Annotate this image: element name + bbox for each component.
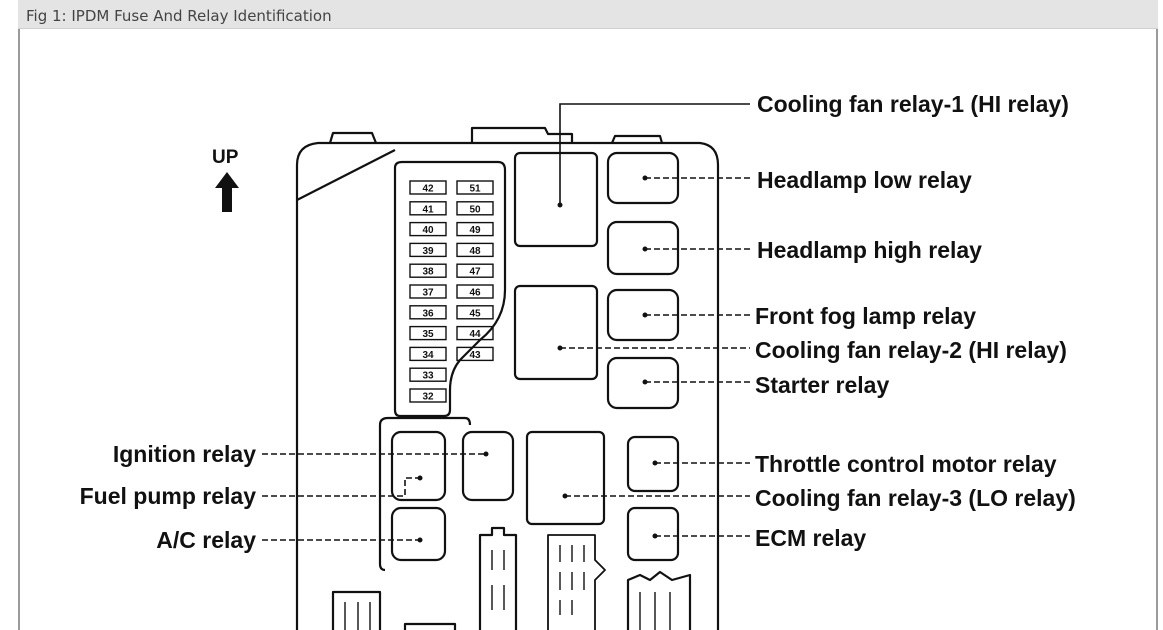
throttle-relay-box xyxy=(626,435,680,493)
fuse-slot xyxy=(456,346,494,362)
fuse-number: 33 xyxy=(422,371,434,382)
fuse-number: 51 xyxy=(469,184,481,195)
up-label: UP xyxy=(212,147,239,168)
cooling-fan-relay-3-box xyxy=(525,430,606,526)
fuse-number: 32 xyxy=(422,392,434,403)
leader-dots xyxy=(417,175,658,543)
cooling-fan-relay-2-box xyxy=(513,284,599,381)
fuse-slot xyxy=(456,325,494,341)
figure-caption-bar: Fig 1: IPDM Fuse And Relay Identificatio… xyxy=(18,0,1158,29)
headlamp-high-relay-box xyxy=(606,220,680,276)
figure-frame xyxy=(18,0,1158,630)
ecm-relay-box xyxy=(626,506,680,562)
fuse-slot xyxy=(409,263,447,278)
fuse-slot xyxy=(409,367,447,382)
fuse-number: 43 xyxy=(469,350,481,361)
fuse-slot xyxy=(409,221,447,237)
connector-shape-1 xyxy=(478,526,518,630)
fuse-slot xyxy=(456,180,494,195)
ipdm-housing xyxy=(295,141,720,630)
label-headlamp-high-relay: Headlamp high relay xyxy=(757,237,982,263)
housing-tab-right xyxy=(610,134,664,144)
connector-shape-3 xyxy=(626,570,692,630)
label-throttle-relay: Throttle control motor relay xyxy=(755,451,1057,477)
leader-lines xyxy=(262,103,750,541)
label-cooling-fan-relay-1: Cooling fan relay-1 (HI relay) xyxy=(757,91,1069,117)
fuse-slot xyxy=(456,242,494,258)
ignition-relay-box xyxy=(461,430,515,502)
fuse-number: 37 xyxy=(422,288,434,299)
fuse-slot xyxy=(409,388,447,403)
fuse-slot xyxy=(409,201,447,216)
fuse-number: 35 xyxy=(422,329,434,340)
fuse-number: 36 xyxy=(422,308,434,319)
fuse-number: 40 xyxy=(422,225,434,236)
fuse-number: 44 xyxy=(469,329,481,340)
fuse-slot xyxy=(409,305,447,320)
fuse-slot xyxy=(409,284,447,299)
fuse-number: 39 xyxy=(422,246,434,257)
fuse-number: 48 xyxy=(469,246,481,257)
fuse-block xyxy=(393,160,507,418)
fuse-number: 41 xyxy=(422,204,434,215)
connector-shape-2 xyxy=(547,534,606,630)
fuse-number: 47 xyxy=(469,267,481,278)
fuse-number: 46 xyxy=(469,288,481,299)
housing-diagonal xyxy=(296,149,396,201)
fuse-slot xyxy=(456,305,494,320)
label-starter-relay: Starter relay xyxy=(755,372,889,398)
starter-relay-box xyxy=(606,356,680,410)
fuel-pump-relay-box xyxy=(390,430,447,502)
arrow-up-icon xyxy=(215,172,239,212)
label-cooling-fan-relay-3: Cooling fan relay-3 (LO relay) xyxy=(755,485,1076,511)
label-front-fog-relay: Front fog lamp relay xyxy=(755,303,976,329)
lower-relay-bracket xyxy=(378,416,472,572)
fuse-slot xyxy=(409,325,447,341)
housing-tab-left xyxy=(328,131,378,144)
fuse-slot xyxy=(456,284,494,299)
cooling-fan-relay-1-box xyxy=(513,151,599,248)
fuse-slot xyxy=(409,242,447,258)
label-ac-relay: A/C relay xyxy=(156,527,256,553)
fuse-slot xyxy=(456,221,494,237)
housing-tab-center xyxy=(470,126,574,143)
fuse-number: 45 xyxy=(469,308,481,319)
connector-shape-5 xyxy=(403,622,457,630)
fuse-slot xyxy=(456,201,494,216)
fuse-number: 49 xyxy=(469,225,481,236)
fuse-number: 42 xyxy=(422,184,434,195)
ac-relay-box xyxy=(390,506,447,562)
fuse-layer: 42 41 40 39 38 37 36 35 34 33 32 51 50 49 48 47 46 45 44 43 xyxy=(409,180,494,403)
fuse-number: 34 xyxy=(422,350,434,361)
label-ecm-relay: ECM relay xyxy=(755,525,866,551)
label-headlamp-low-relay: Headlamp low relay xyxy=(757,167,972,193)
figure-caption: Fig 1: IPDM Fuse And Relay Identificatio… xyxy=(26,7,332,25)
connector-pin-marks xyxy=(344,545,671,630)
fuse-slot xyxy=(409,346,447,362)
label-fuel-pump-relay: Fuel pump relay xyxy=(80,483,257,509)
connector-shape-4 xyxy=(331,590,382,630)
label-ignition-relay: Ignition relay xyxy=(113,441,256,467)
fuse-number: 38 xyxy=(422,267,434,278)
fuse-number: 50 xyxy=(469,204,481,215)
fuse-slot xyxy=(409,180,447,195)
fuse-slot xyxy=(456,263,494,278)
label-cooling-fan-relay-2: Cooling fan relay-2 (HI relay) xyxy=(755,337,1067,363)
